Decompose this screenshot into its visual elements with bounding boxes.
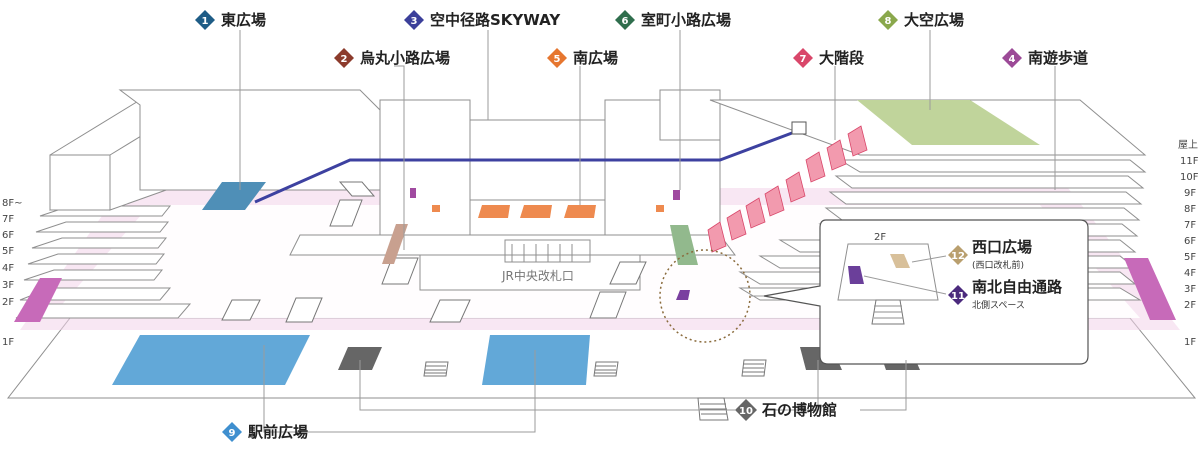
inset-floor-label: 2F — [874, 232, 886, 243]
floor-left-6f: 6F — [2, 230, 14, 241]
callout-grand-stairs[interactable]: 7 大階段 — [793, 48, 864, 68]
east-plaza-area[interactable] — [202, 182, 266, 210]
sky-plaza-marker-icon — [878, 10, 898, 30]
floor-right-4f: 4F — [1184, 268, 1196, 279]
station-plaza-marker-icon — [222, 422, 242, 442]
floor-left-8f: 8F~ — [2, 198, 23, 209]
skyway-number: 3 — [411, 16, 418, 27]
floor-right-8f: 8F — [1184, 204, 1196, 215]
south-plaza-number: 5 — [554, 54, 561, 65]
jr-ticket-gate-label: JR中央改札口 — [501, 268, 574, 283]
floor-left-1f: 1F — [2, 337, 14, 348]
callout-west-exit-plaza[interactable]: 12 西口広場 (西口改札前) — [911, 238, 1032, 271]
nb-passage-marker-icon — [948, 285, 968, 305]
station-plaza-area-east[interactable] — [482, 335, 590, 385]
karasuma-plaza-area[interactable] — [382, 224, 408, 264]
skyway-marker-icon — [404, 10, 424, 30]
skyway-entrance — [791, 121, 807, 135]
karasuma-marker-icon — [334, 48, 354, 68]
west-exit-inset-area[interactable] — [890, 254, 910, 268]
station-plaza-number: 9 — [229, 428, 236, 439]
west-exit-number: 12 — [951, 251, 965, 262]
muromachi-number: 6 — [622, 16, 629, 27]
muromachi-marker — [673, 190, 680, 200]
floor-right-5f: 5F — [1184, 252, 1196, 263]
skyway-path[interactable] — [254, 128, 801, 204]
sky-plaza-area[interactable] — [857, 100, 1040, 145]
floor-left-7f: 7F — [2, 214, 14, 225]
nb-passage-sublabel: 北側スペース — [972, 299, 1025, 311]
muromachi-label: 室町小路広場 — [641, 11, 731, 29]
muromachi-plaza-area[interactable] — [670, 225, 698, 265]
karasuma-marker — [410, 188, 416, 198]
callout-nb-passage[interactable]: 11 南北自由通路 北側スペース — [863, 275, 1063, 311]
floor-right-11f: 11F — [1180, 156, 1199, 167]
floor-right-3f: 3F — [1184, 284, 1196, 295]
floor-left-3f: 3F — [2, 280, 14, 291]
west-exit-label: 西口広場 — [972, 238, 1032, 256]
escalators — [221, 181, 767, 421]
south-path-stripe-right[interactable] — [1124, 258, 1176, 320]
sky-plaza-number: 8 — [885, 16, 892, 27]
callout-east-plaza[interactable]: 1 東広場 — [195, 10, 266, 30]
floor-right-9f: 9F — [1184, 188, 1196, 199]
nb-passage-label: 南北自由通路 — [972, 278, 1063, 296]
grand-stairs-area[interactable] — [707, 125, 868, 253]
floor-left-4f: 4F — [2, 263, 14, 274]
detail-inset: 2F — [763, 219, 1089, 365]
grand-stairs-marker-icon — [793, 48, 813, 68]
callout-karasuma-plaza[interactable]: 2 烏丸小路広場 — [334, 48, 450, 68]
callout-stone-museum[interactable]: 10 石の博物館 — [735, 399, 837, 421]
leader-lines — [239, 30, 1056, 433]
nb-passage-number: 11 — [951, 291, 965, 302]
sky-plaza-label: 大空広場 — [904, 11, 964, 29]
grand-stairs-number: 7 — [800, 54, 807, 65]
callout-sky-plaza[interactable]: 8 大空広場 — [878, 10, 964, 30]
floor-labels-left: 8F~ 7F 6F 5F 4F 3F 2F 1F — [2, 198, 23, 348]
south-path-stripe-left[interactable] — [14, 278, 62, 322]
callout-muromachi-plaza[interactable]: 6 室町小路広場 — [615, 10, 731, 30]
grand-stairs-label: 大階段 — [819, 49, 864, 67]
stone-museum-label: 石の博物館 — [761, 401, 837, 419]
floor-left-5f: 5F — [2, 246, 14, 257]
floor-right-10f: 10F — [1180, 172, 1199, 183]
south-path-label: 南遊歩道 — [1028, 49, 1088, 67]
floor-labels-right: 屋上 11F 10F 9F 8F 7F 6F 5F 4F 3F 2F 1F — [1178, 139, 1199, 348]
south-path-marker-icon — [1002, 48, 1022, 68]
floor-left-2f: 2F — [2, 297, 14, 308]
callout-skyway[interactable]: 3 空中径路SKYWAY — [404, 10, 561, 30]
callout-station-plaza[interactable]: 9 駅前広場 — [222, 422, 308, 442]
station-plaza-area-west[interactable] — [112, 335, 310, 385]
callout-south-plaza[interactable]: 5 南広場 — [547, 48, 618, 68]
east-plaza-label: 東広場 — [221, 11, 266, 29]
nb-passage-inset-area[interactable] — [848, 266, 864, 284]
west-exit-marker-icon — [948, 245, 968, 265]
south-plaza-label: 南広場 — [573, 49, 618, 67]
station-plaza-label: 駅前広場 — [247, 423, 308, 441]
south-path-number: 4 — [1009, 54, 1016, 65]
floor-right-7f: 7F — [1184, 220, 1196, 231]
karasuma-number: 2 — [341, 54, 348, 65]
stone-museum-area[interactable] — [338, 347, 382, 370]
stone-museum-marker-icon — [735, 399, 757, 421]
north-south-passage-marker[interactable] — [676, 290, 690, 300]
east-plaza-number: 1 — [202, 16, 209, 27]
south-plaza-marker-icon — [547, 48, 567, 68]
floor-right-1f: 1F — [1184, 337, 1196, 348]
floor-right-2f: 2F — [1184, 300, 1196, 311]
south-plaza-area[interactable] — [432, 205, 664, 218]
west-exit-sublabel: (西口改札前) — [972, 259, 1024, 271]
skyway-label: 空中径路SKYWAY — [430, 11, 561, 29]
stone-museum-number: 10 — [739, 406, 753, 417]
callout-south-path[interactable]: 4 南遊歩道 — [1002, 48, 1088, 68]
floor-right-6f: 6F — [1184, 236, 1196, 247]
east-plaza-marker-icon — [195, 10, 215, 30]
muromachi-marker-icon — [615, 10, 635, 30]
karasuma-label: 烏丸小路広場 — [360, 49, 450, 67]
floor-right-roof: 屋上 — [1178, 139, 1198, 151]
